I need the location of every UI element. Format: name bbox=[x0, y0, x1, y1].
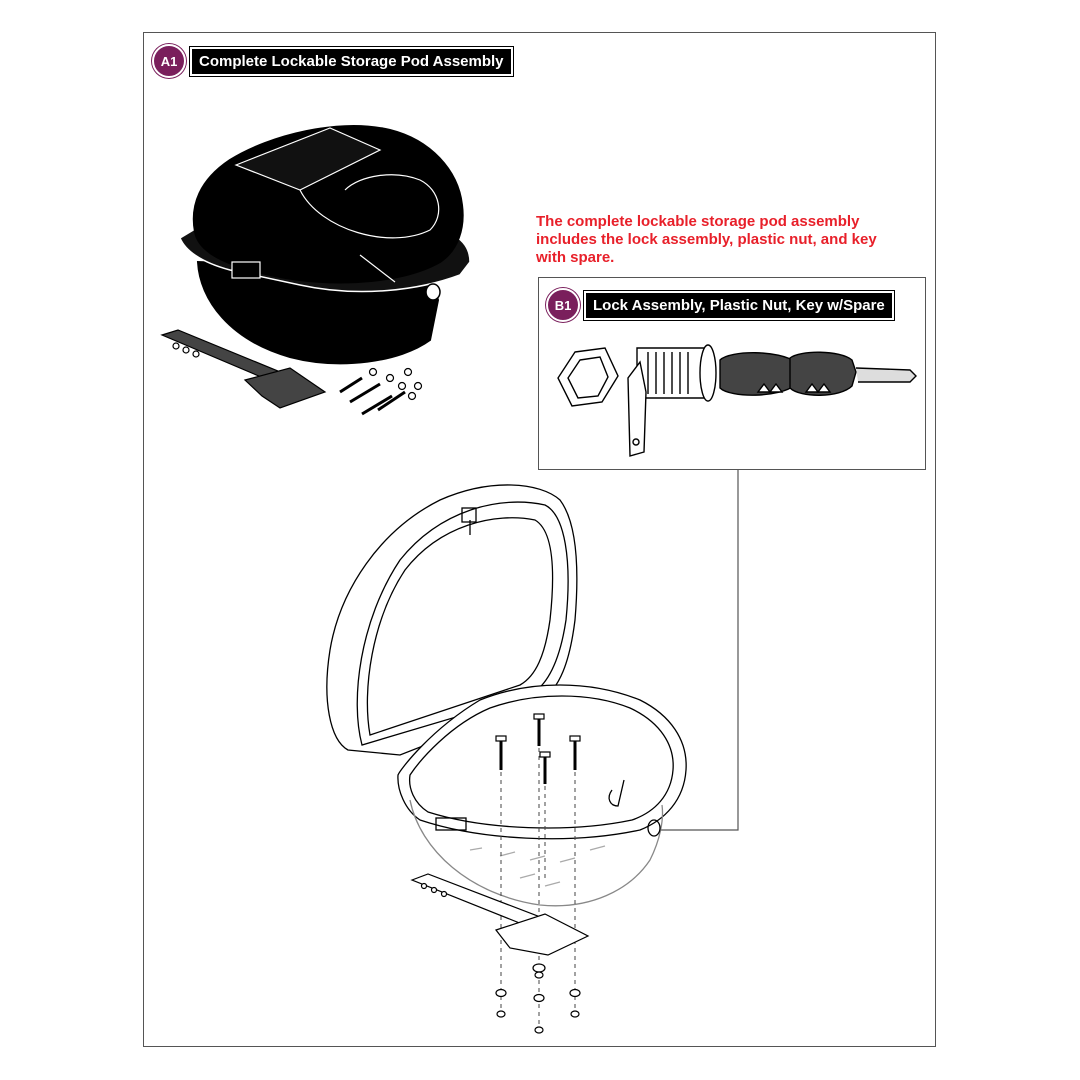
hardware-screws-nuts-illustration bbox=[339, 367, 423, 416]
callout-line bbox=[660, 470, 739, 831]
callout-badge-a1: A1 bbox=[152, 44, 186, 78]
callout-badge-b1: B1 bbox=[546, 288, 580, 322]
assembly-note: The complete lockable storage pod assemb… bbox=[536, 213, 877, 266]
assembly-guide-lines bbox=[500, 748, 576, 1032]
storage-pod-exploded-illustration bbox=[326, 484, 687, 907]
storage-pod-assembled-illustration bbox=[179, 125, 471, 365]
washers-nuts-illustration bbox=[495, 963, 581, 1034]
lower-bracket-illustration bbox=[410, 873, 590, 956]
callout-a1: A1 Complete Lockable Storage Pod Assembl… bbox=[152, 44, 513, 78]
diagram-frame bbox=[143, 32, 936, 1047]
lock-detail-box bbox=[538, 277, 926, 470]
callout-title-a1: Complete Lockable Storage Pod Assembly bbox=[190, 46, 513, 76]
callout-title-b1: Lock Assembly, Plastic Nut, Key w/Spare bbox=[584, 290, 894, 320]
screws-illustration bbox=[495, 713, 581, 784]
callout-b1: B1 Lock Assembly, Plastic Nut, Key w/Spa… bbox=[546, 288, 894, 322]
lock-assembly-illustration bbox=[557, 344, 917, 457]
mounting-bracket-illustration bbox=[160, 329, 327, 409]
